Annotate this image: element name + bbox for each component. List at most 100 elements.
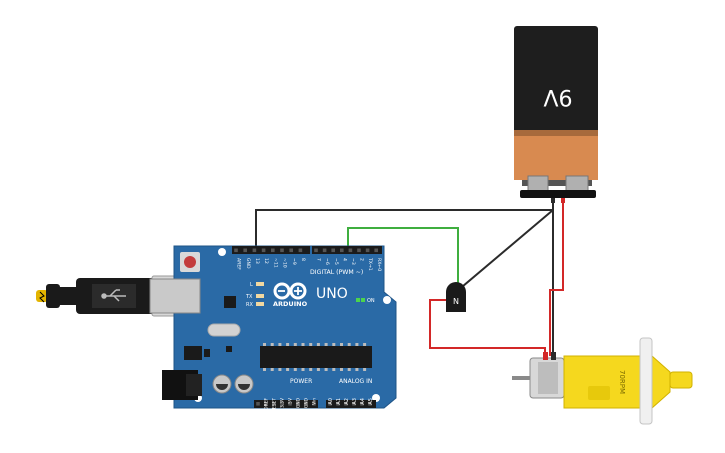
capacitors xyxy=(212,374,254,394)
wire-gnd-to-battery[interactable] xyxy=(255,200,554,247)
on-label: ON xyxy=(367,298,375,304)
digital-pin-label: ~10 xyxy=(282,258,288,268)
power-pin-label: Vin xyxy=(312,398,318,405)
digital-pin-label: 2 xyxy=(359,258,365,261)
digital-pin-holes[interactable] xyxy=(234,248,378,253)
motor-shaft xyxy=(512,376,530,380)
arduino-logo: ARDUINO UNO xyxy=(273,282,348,308)
header-pin-hole[interactable] xyxy=(365,248,370,253)
power-pin-label: 5V xyxy=(288,398,294,404)
battery-positive-lead xyxy=(561,198,565,203)
header-pin-hole[interactable] xyxy=(280,248,284,253)
wire-battery-positive[interactable] xyxy=(549,200,564,356)
atmega-chip xyxy=(260,343,372,371)
digital-pin-label: 13 xyxy=(254,258,260,264)
header-pin-hole[interactable] xyxy=(322,248,327,253)
analog-header xyxy=(326,400,376,408)
power-jack[interactable] xyxy=(162,370,202,400)
battery-negative-lead xyxy=(551,198,555,203)
crystal xyxy=(207,323,241,337)
digital-pin-label: ~6 xyxy=(324,258,330,265)
header-pin-hole[interactable] xyxy=(280,402,284,406)
motor-terminal xyxy=(543,352,548,360)
output-shaft xyxy=(639,337,653,425)
header-pin-hole[interactable] xyxy=(234,248,238,253)
analog-pin-label: A1 xyxy=(336,398,342,405)
analog-pin-label: A5 xyxy=(368,398,374,405)
header-pin-hole[interactable] xyxy=(298,248,303,253)
wire-pin3-to-transistor[interactable] xyxy=(347,227,459,290)
header-pin-hole[interactable] xyxy=(360,402,364,406)
analog-pin-label: A4 xyxy=(360,398,366,405)
led-tx-label: TX xyxy=(245,294,253,300)
status-leds: L TX RX ON xyxy=(245,282,375,308)
header-pin-hole[interactable] xyxy=(314,248,318,253)
bottom-pin-holes[interactable] xyxy=(256,402,372,406)
digital-pin-label: 7 xyxy=(316,258,322,261)
power-pin-label: GND xyxy=(296,397,302,408)
header-pin-hole[interactable] xyxy=(348,248,353,253)
model-text: UNO xyxy=(316,286,348,302)
header-pin-hole[interactable] xyxy=(340,248,344,253)
digital-pin-label: ~11 xyxy=(272,258,278,268)
dc-gear-motor[interactable]: 70RPM xyxy=(512,337,693,425)
battery-label: 9V xyxy=(543,84,572,109)
npn-transistor[interactable]: N xyxy=(446,282,466,312)
wire-transistor-to-motor[interactable] xyxy=(429,299,546,356)
digital-pin-label: 4 xyxy=(341,258,347,261)
header-pin-hole[interactable] xyxy=(312,402,316,406)
reset-button[interactable] xyxy=(180,252,200,272)
header-pin-hole[interactable] xyxy=(261,248,266,253)
header-pin-hole[interactable] xyxy=(271,248,275,253)
digital-pin-label: ~9 xyxy=(291,258,297,265)
usb-chip xyxy=(224,296,236,308)
analog-header-label: ANALOG IN xyxy=(339,378,372,385)
power-pin-label: IOREF xyxy=(264,398,270,412)
battery-9v[interactable]: 9V xyxy=(514,26,598,203)
header-pin-hole[interactable] xyxy=(243,248,247,253)
power-header xyxy=(254,400,318,408)
header-pin-hole[interactable] xyxy=(264,402,268,406)
power-pin-label: 3.3V xyxy=(280,398,286,408)
analog-pin-label: A0 xyxy=(328,398,334,405)
digital-pin-label: 8 xyxy=(300,258,306,261)
wire-transistor-emitter[interactable] xyxy=(455,209,554,297)
header-pin-hole[interactable] xyxy=(272,402,276,406)
header-pin-hole[interactable] xyxy=(304,402,308,406)
header-pin-hole[interactable] xyxy=(296,402,300,406)
usb-jack xyxy=(149,278,201,314)
header-pin-hole[interactable] xyxy=(289,248,293,253)
digital-pin-label: RX←0 xyxy=(376,258,382,271)
header-pin-hole[interactable] xyxy=(357,248,361,253)
transistor-label: N xyxy=(453,297,459,306)
battery-terminals xyxy=(520,175,596,198)
header-pin-hole[interactable] xyxy=(352,402,356,406)
header-pin-hole[interactable] xyxy=(344,402,348,406)
header-pin-hole[interactable] xyxy=(328,402,332,406)
header-pin-hole[interactable] xyxy=(374,248,378,253)
analog-pin-label: A2 xyxy=(344,398,350,405)
header-pin-hole[interactable] xyxy=(288,402,292,406)
header-pin-hole[interactable] xyxy=(252,248,257,253)
motor-label: 70RPM xyxy=(618,370,626,394)
digital-pin-label: TX→1 xyxy=(367,257,373,271)
voltage-regulator xyxy=(184,346,232,360)
digital-pin-label: 12 xyxy=(263,258,269,264)
digital-pin-label: ~5 xyxy=(333,258,339,265)
header-pin-hole[interactable] xyxy=(256,402,260,406)
header-pin-hole[interactable] xyxy=(336,402,340,406)
digital-pin-label: ~3 xyxy=(350,258,356,265)
header-pin-hole[interactable] xyxy=(331,248,335,253)
digital-pin-label: GND xyxy=(245,258,251,269)
infinity-logo-icon xyxy=(273,282,307,300)
header-pin-hole[interactable] xyxy=(368,402,372,406)
motor-terminal xyxy=(551,352,556,360)
digital-header-label: DIGITAL (PWM ~) xyxy=(310,269,363,276)
mounting-hole xyxy=(383,296,391,304)
power-pin-label: RESET xyxy=(272,398,278,412)
